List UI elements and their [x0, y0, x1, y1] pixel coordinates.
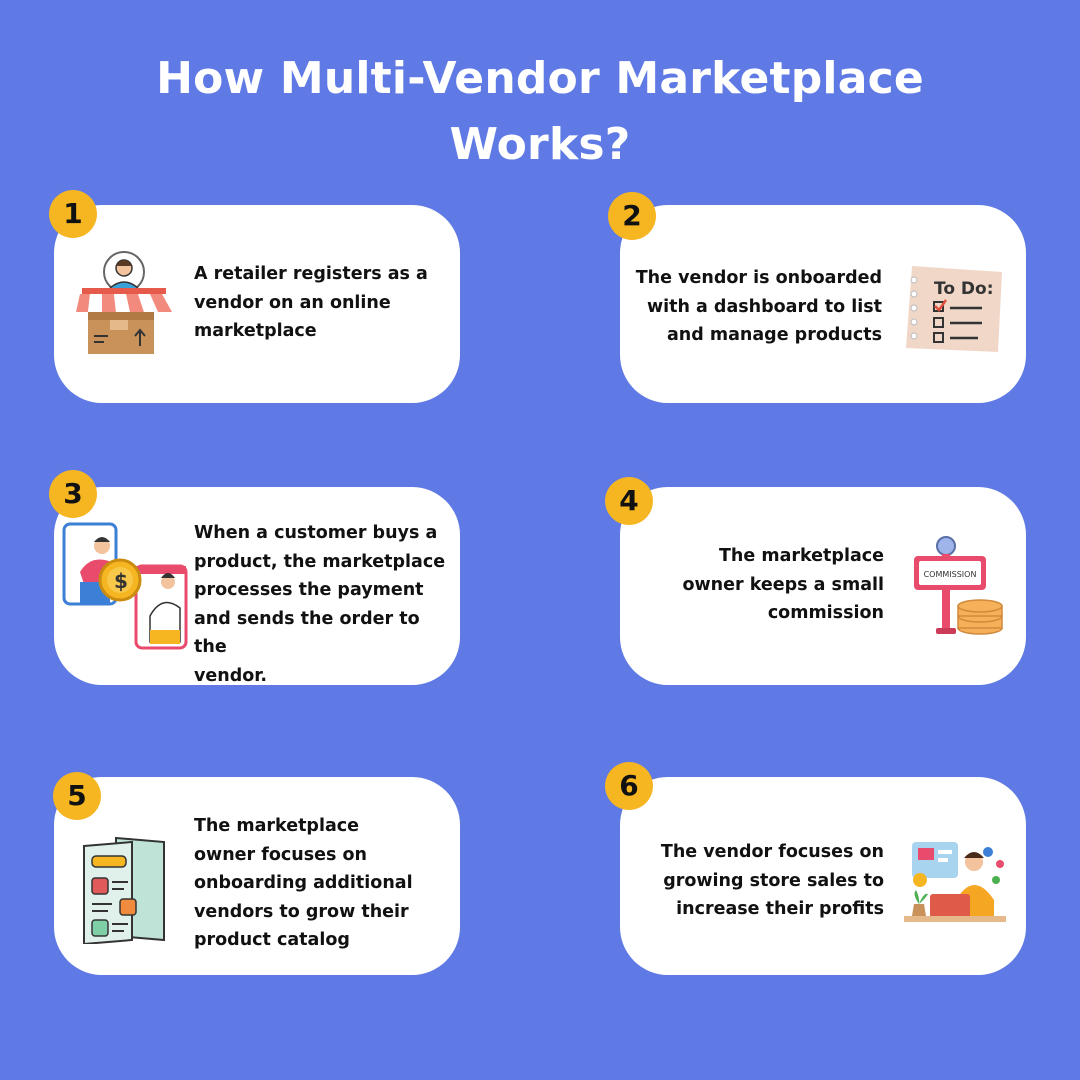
step-text-4: The marketplace owner keeps a small comm…: [682, 546, 884, 623]
commission-sign-icon: COMMISSION: [910, 536, 1006, 636]
step-number-badge-4: 4: [605, 477, 653, 525]
vendor-store-icon: [74, 250, 174, 356]
step-text-3: When a customer buys a product, the mark…: [194, 523, 446, 686]
payment-transfer-icon: $: [62, 522, 188, 650]
step-number-badge-3: 3: [49, 470, 97, 518]
commission-label: COMMISSION: [924, 570, 977, 579]
step-number-badge-1: 1: [49, 190, 97, 238]
step-text-5: The marketplace owner focuses on onboard…: [194, 816, 413, 950]
step-number-badge-5: 5: [53, 772, 101, 820]
page-title: How Multi-Vendor Marketplace Works?: [156, 53, 924, 170]
step-number-badge-6: 6: [605, 762, 653, 810]
step-number-badge-2: 2: [608, 192, 656, 240]
step-text-6: The vendor focuses on growing store sale…: [660, 842, 884, 919]
svg-text:$: $: [114, 569, 128, 593]
step-text-2: The vendor is onboarded with a dashboard…: [635, 268, 882, 345]
step-text-1: A retailer registers as a vendor on an o…: [194, 264, 428, 341]
growing-sales-icon: [904, 840, 1006, 924]
step-card-6: [620, 777, 1026, 975]
catalog-brochure-icon: [82, 836, 166, 944]
todo-label: To Do:: [934, 279, 994, 299]
todo-list-icon: To Do:: [904, 262, 1006, 356]
